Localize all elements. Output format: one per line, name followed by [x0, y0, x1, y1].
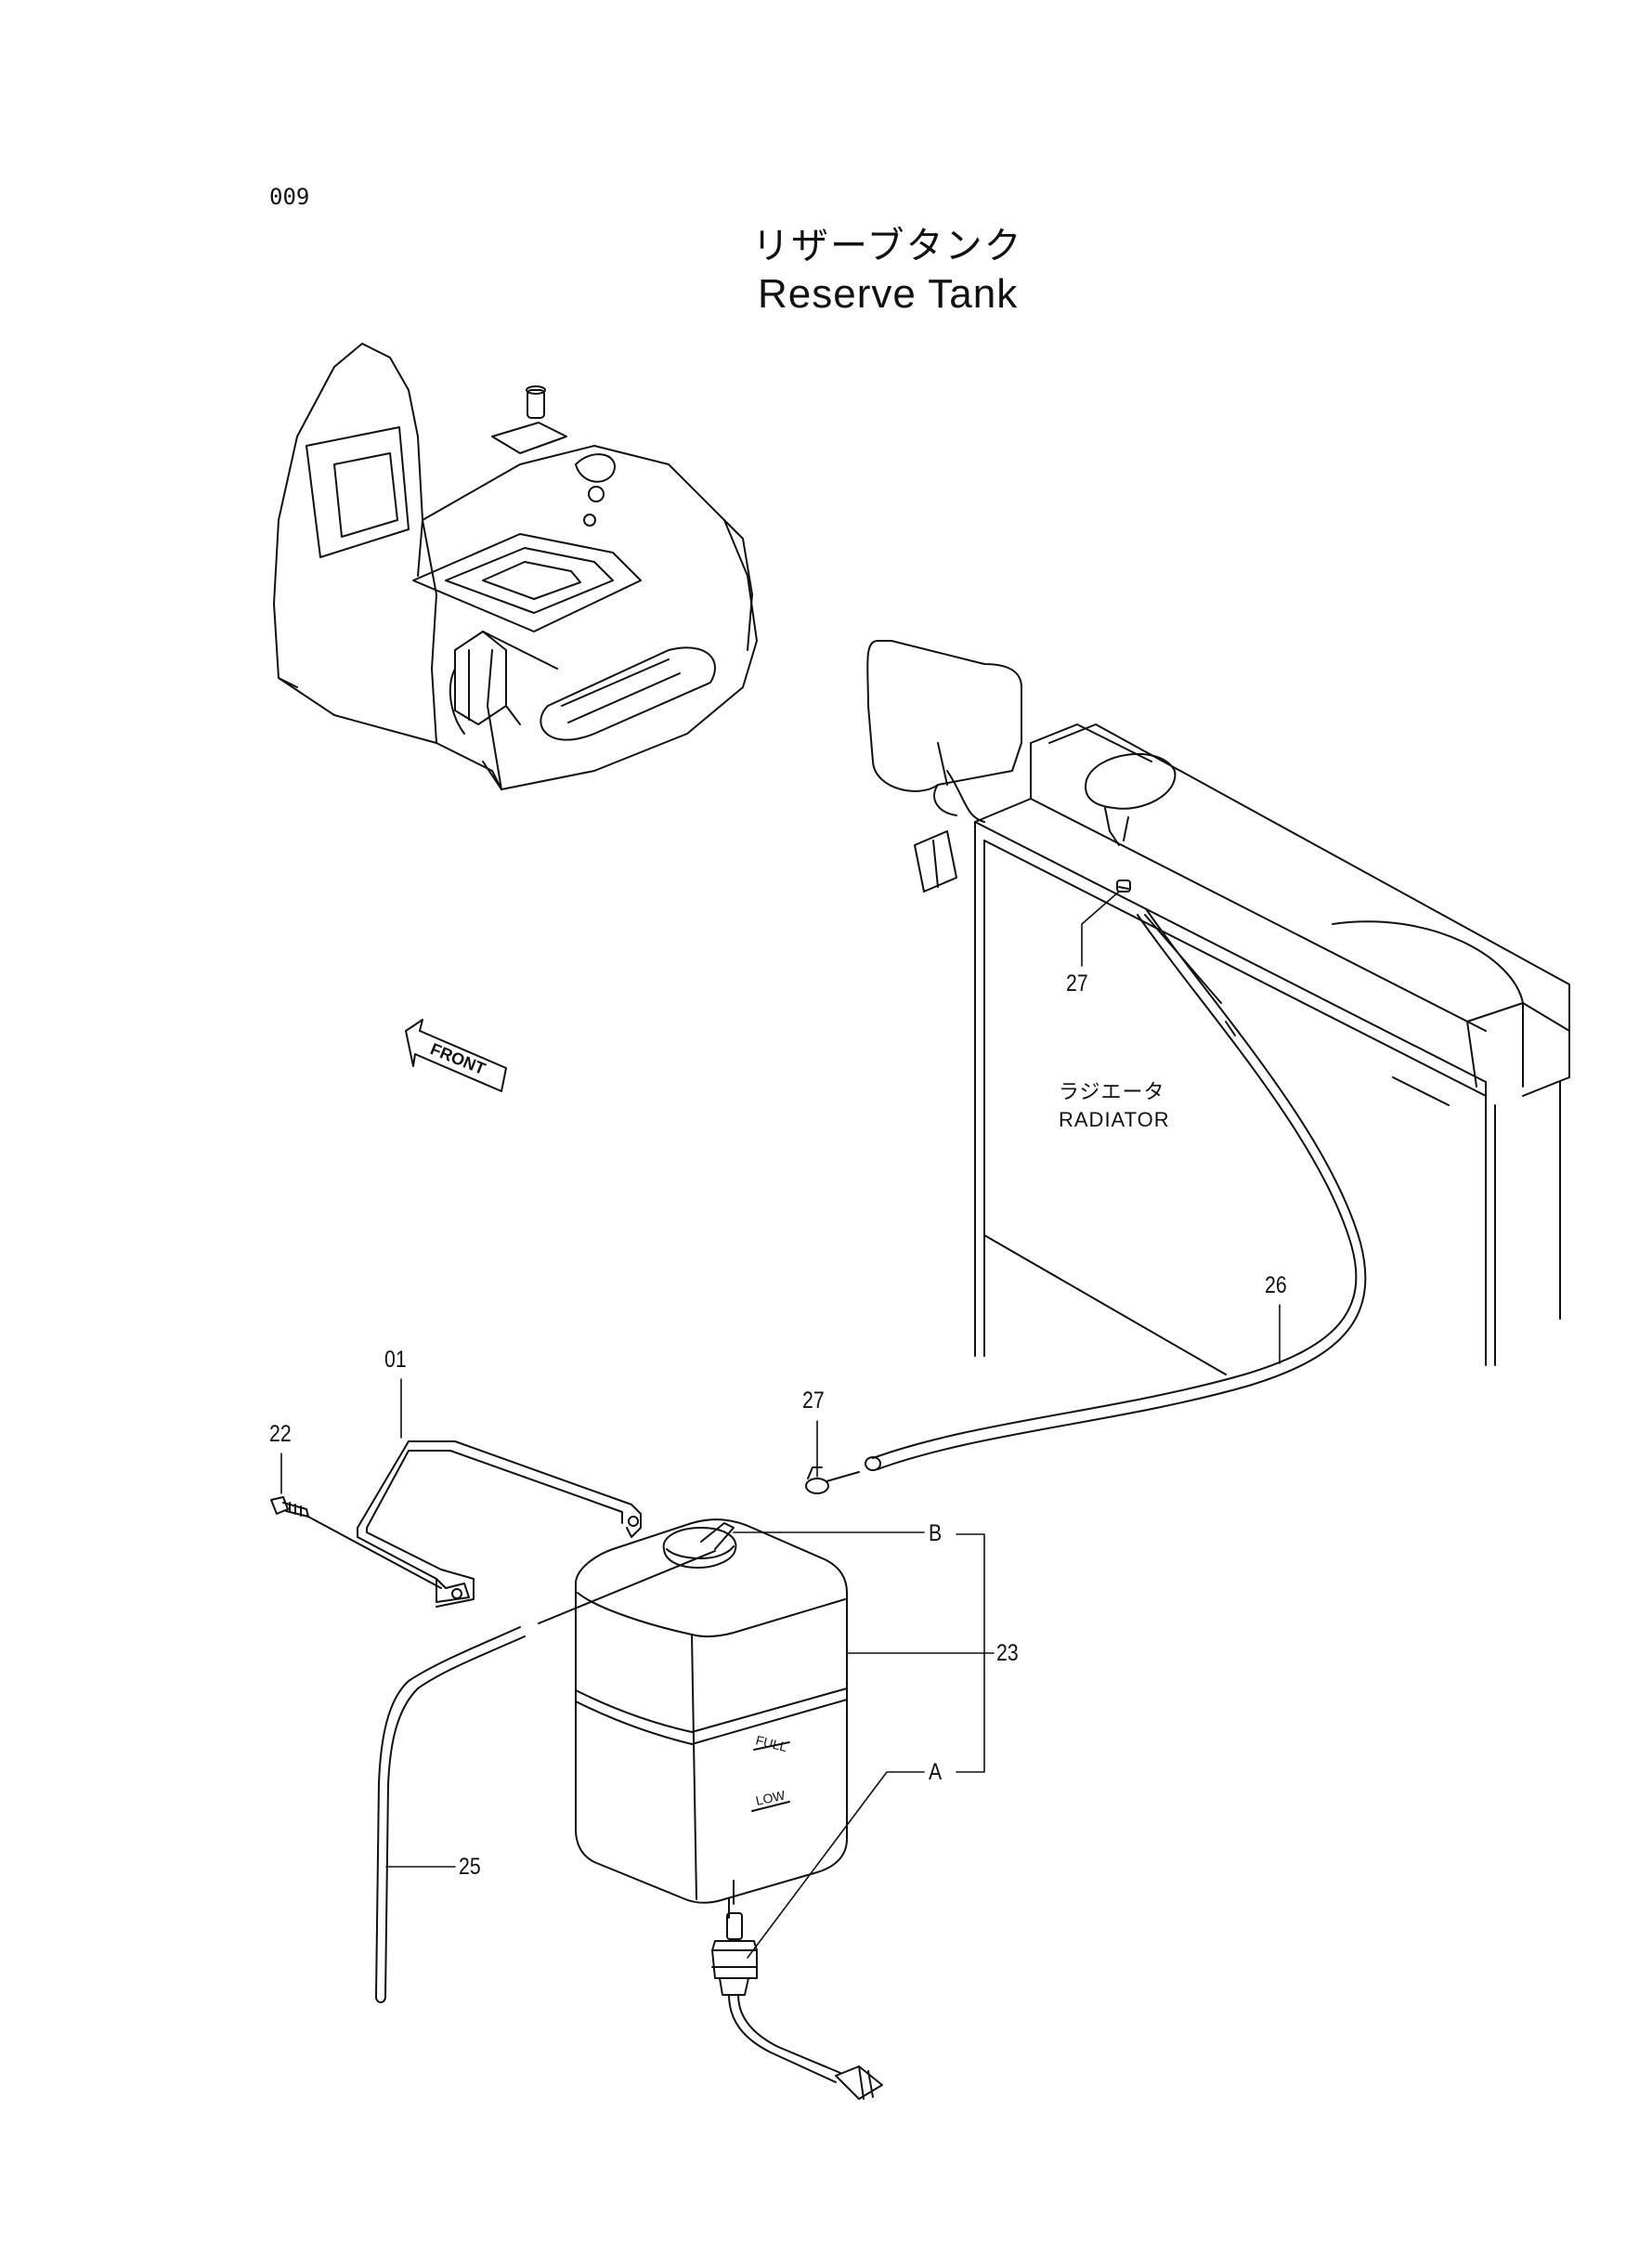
radiator-label-english: RADIATOR — [1059, 1108, 1170, 1131]
tank-full-mark: FULL — [754, 1732, 788, 1754]
title-japanese: リザーブタンク — [752, 225, 1023, 267]
callout-26: 26 — [1265, 1272, 1287, 1298]
callout-a: A — [929, 1759, 943, 1785]
clamp-27 — [806, 1467, 859, 1493]
title-english: Reserve Tank — [758, 271, 1019, 317]
callout-22: 22 — [269, 1421, 292, 1447]
callout-25: 25 — [459, 1854, 481, 1880]
hose-25 — [376, 1551, 715, 2002]
hose-26 — [865, 910, 1365, 1470]
callout-27-top: 27 — [1066, 971, 1088, 997]
front-direction-arrow: FRONT — [406, 1020, 506, 1091]
page-number: 009 — [269, 184, 310, 210]
callout-leader-lines — [281, 892, 1280, 1958]
machine-overview-illustration — [274, 344, 757, 789]
tank-low-mark: LOW — [754, 1787, 787, 1807]
radiator-label-japanese: ラジエータ — [1059, 1081, 1165, 1104]
level-switch-a — [712, 1899, 882, 2099]
callout-23: 23 — [996, 1640, 1019, 1666]
radiator-illustration — [867, 641, 1569, 1375]
callout-b: B — [929, 1520, 943, 1546]
bolt-22 — [271, 1497, 441, 1588]
callout-01: 01 — [384, 1347, 407, 1373]
bracket-01 — [358, 1441, 641, 1607]
callout-27-mid: 27 — [802, 1388, 825, 1414]
reserve-tank-23: FULL LOW — [576, 1519, 847, 1904]
